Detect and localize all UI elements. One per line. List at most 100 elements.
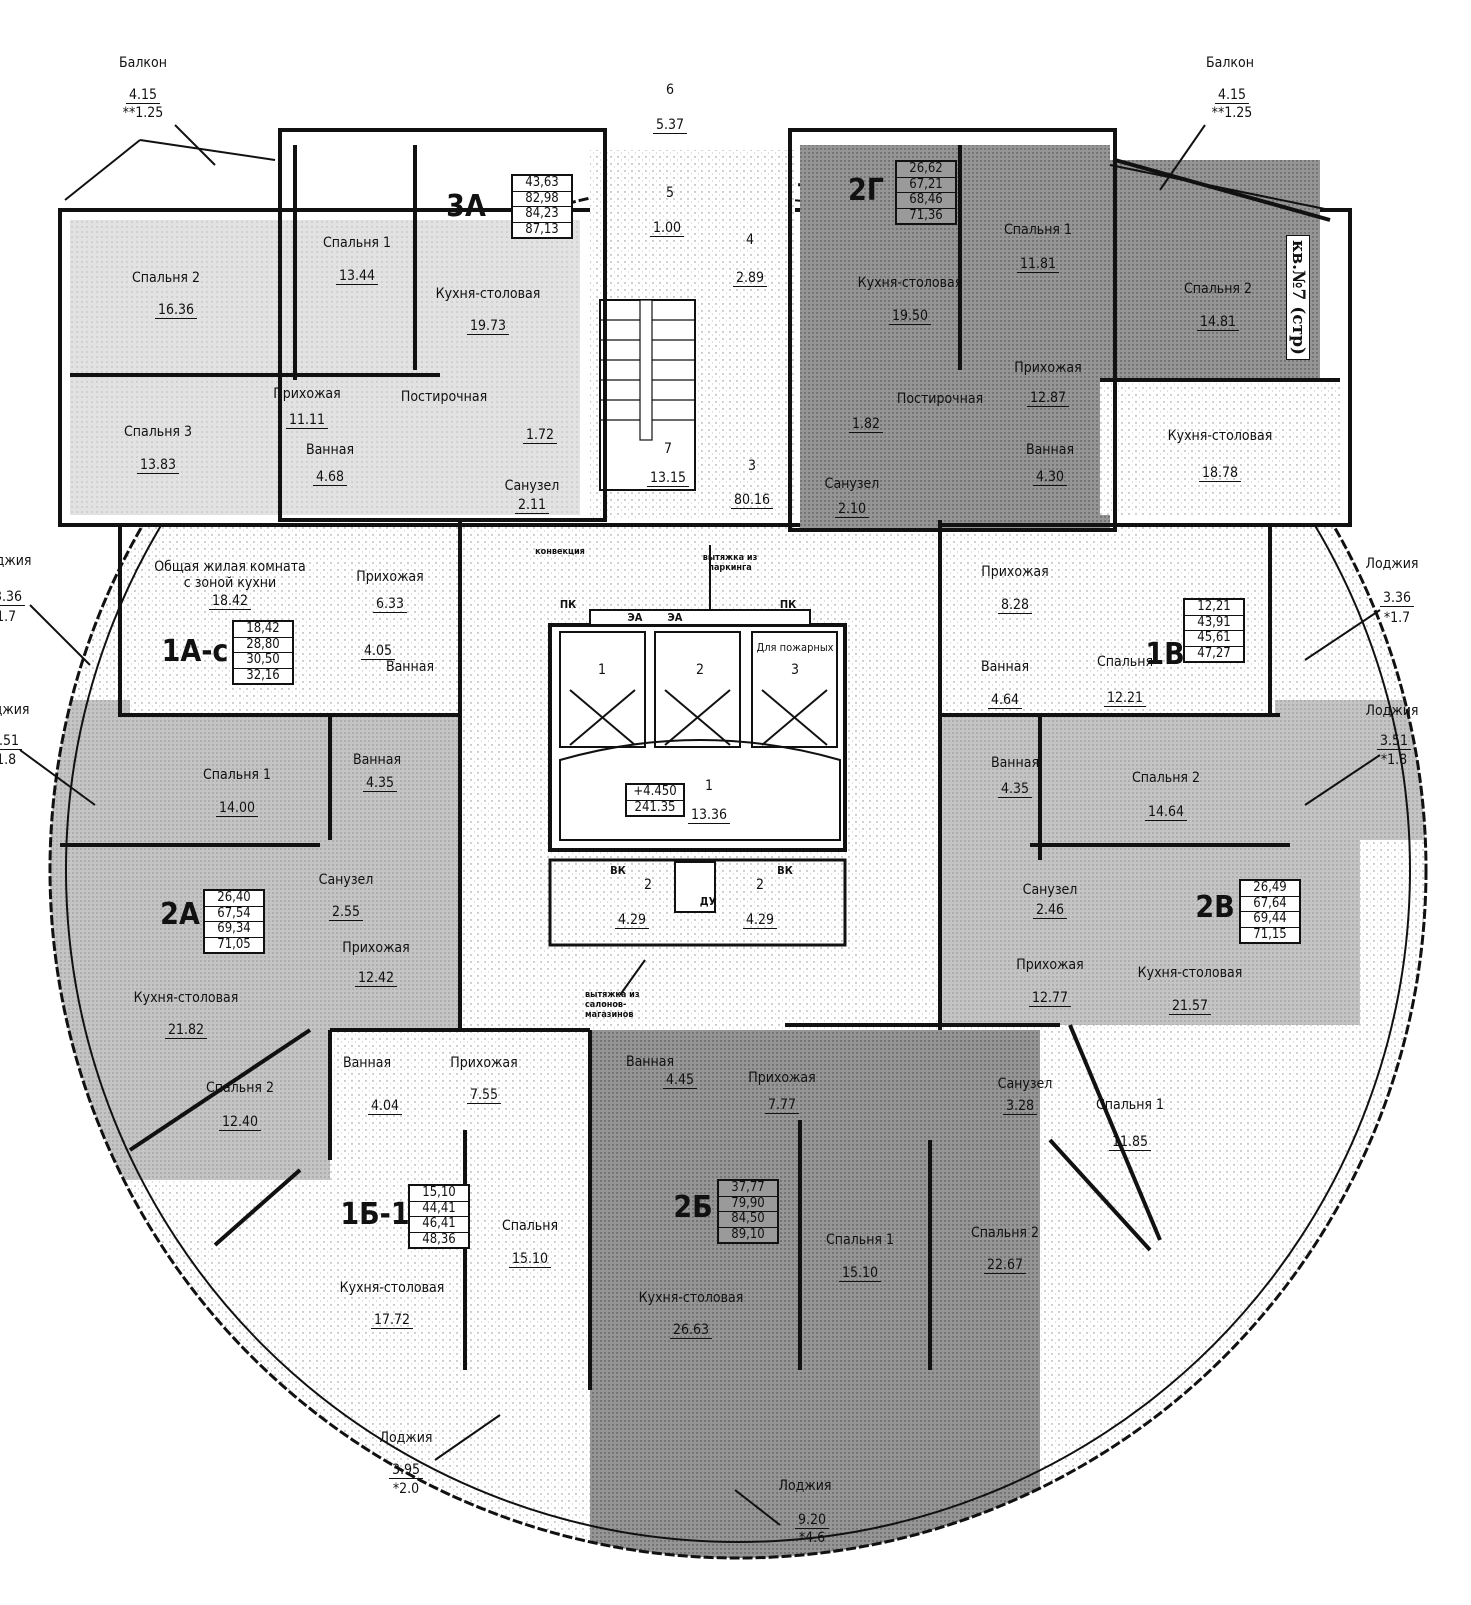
- room-area: 4.04: [367, 1098, 403, 1115]
- room-area: 14.81: [1196, 314, 1240, 331]
- room-area: 4.35: [362, 775, 398, 792]
- room-area: 7.77: [764, 1097, 800, 1114]
- room-2-left-area: 4.29: [614, 912, 650, 929]
- room-name: Санузел: [318, 872, 374, 888]
- fire-hydrant-right-label: ПК: [779, 598, 797, 611]
- room-name: Санузел: [1022, 882, 1078, 898]
- loggia-left-upper-label: Лоджия: [0, 553, 32, 569]
- room-area: 12.42: [354, 970, 398, 987]
- room-name: Прихожая: [981, 564, 1049, 580]
- room-area: 19.73: [466, 318, 510, 335]
- room-name: Ванная: [305, 442, 355, 458]
- area-value: 46,41: [410, 1216, 468, 1233]
- room-area: 18.78: [1198, 465, 1242, 482]
- loggia-bottom-left-area: 3.95: [388, 1462, 424, 1479]
- room-area: 4.05: [360, 643, 396, 660]
- room-area: 14.64: [1144, 804, 1188, 821]
- apt-2b-code: 2Б: [673, 1190, 713, 1225]
- loggia-bottom-center-label: Лоджия: [778, 1478, 832, 1494]
- loggia-left-lower-coef: *1.8: [0, 752, 17, 768]
- room-area: 2.55: [328, 904, 364, 921]
- room-area: 12.87: [1026, 390, 1070, 407]
- room-name: Ванная: [1025, 442, 1075, 458]
- parking-exhaust-note: вытяжка из паркинга: [702, 553, 758, 573]
- area-value: 84,50: [719, 1211, 777, 1228]
- room-name: Спальня 1: [1003, 222, 1073, 238]
- area-value: 67,64: [1241, 896, 1299, 912]
- room-area: 7.55: [466, 1087, 502, 1104]
- room-name: Кухня-столовая: [857, 275, 963, 291]
- room-area: 12.40: [218, 1114, 262, 1131]
- room-name: Общая жилая комната: [154, 559, 306, 575]
- apt-1b-1-code: 1Б-1: [340, 1197, 410, 1232]
- room-name: Санузел: [997, 1076, 1053, 1092]
- room-name: Прихожая: [450, 1055, 518, 1071]
- area-value: 87,13: [525, 221, 559, 237]
- room-area: 16.36: [154, 302, 198, 319]
- area-value: 47,27: [1197, 645, 1231, 661]
- area-value: 18,42: [234, 621, 292, 638]
- room-2-right-number: 2: [755, 877, 765, 893]
- area-value: 44,41: [410, 1201, 468, 1217]
- balcony-right-area: 4.15: [1214, 87, 1250, 104]
- loggia-right-lower-coef: *1.8: [1380, 752, 1408, 768]
- area-value: 28,80: [234, 637, 292, 653]
- room-area: 1.72: [522, 427, 558, 444]
- room-name: Ванная: [980, 659, 1030, 675]
- apt-1a-c-code: 1А-с: [161, 634, 229, 669]
- room-1-area: 13.36: [687, 807, 731, 824]
- room-name: Прихожая: [356, 569, 424, 585]
- room-name: Ванная: [352, 752, 402, 768]
- room-area: 1.82: [848, 416, 884, 433]
- room-3-number: 3: [747, 458, 757, 474]
- room-name: Спальня: [1096, 654, 1154, 670]
- room-area: 26.63: [669, 1322, 713, 1339]
- loggia-left-upper-area: 3.36: [0, 589, 26, 606]
- lift-2-number: 2: [695, 662, 705, 678]
- room-name: Спальня 1: [202, 767, 272, 783]
- lift-1-number: 1: [597, 662, 607, 678]
- room-5-area: 1.00: [649, 220, 685, 237]
- electrical-panel-2-label: ЭА: [667, 611, 683, 624]
- level-value: +4.450: [627, 784, 683, 801]
- apt-2a-code: 2А: [160, 897, 200, 932]
- room-area: 12.77: [1028, 990, 1072, 1007]
- vk-right-label: ВК: [777, 864, 793, 877]
- area-value: 26,49: [1241, 880, 1299, 897]
- room-area: 2.10: [834, 501, 870, 518]
- loggia-right-lower-label: Лоджия: [1365, 703, 1419, 719]
- room-name: Спальня 2: [1183, 281, 1253, 297]
- room-name: Прихожая: [1014, 360, 1082, 376]
- room-2-left-number: 2: [643, 877, 653, 893]
- firefighters-lift-label: Для пожарных: [756, 640, 834, 656]
- area-value: 26,40: [205, 890, 263, 907]
- room-area: 2.46: [1032, 902, 1068, 919]
- vk-left-label: ВК: [610, 864, 626, 877]
- room-area: 22.67: [983, 1257, 1027, 1274]
- room-name: Постирочная: [896, 391, 984, 407]
- room-area: 4.35: [997, 781, 1033, 798]
- apt-3a-code: 3А: [446, 189, 486, 224]
- room-name: Ванная: [990, 755, 1040, 771]
- room-name: Санузел: [824, 476, 880, 492]
- room-area: 12.21: [1103, 690, 1147, 707]
- room-area: 3.28: [1002, 1098, 1038, 1115]
- area-value: 82,98: [513, 191, 571, 207]
- room-name: Прихожая: [748, 1070, 816, 1086]
- area-value: 15,10: [410, 1185, 468, 1202]
- room-area: 21.82: [164, 1022, 208, 1039]
- balcony-left-label: Балкон: [119, 55, 167, 71]
- loggia-right-upper-coef: *1.7: [1383, 610, 1411, 626]
- room-name: Спальня 1: [322, 235, 392, 251]
- room-name: Санузел: [504, 478, 560, 494]
- room-name: Прихожая: [1016, 957, 1084, 973]
- room-name: Спальня 2: [970, 1225, 1040, 1241]
- loggia-left-lower-label: Лоджия: [0, 702, 30, 718]
